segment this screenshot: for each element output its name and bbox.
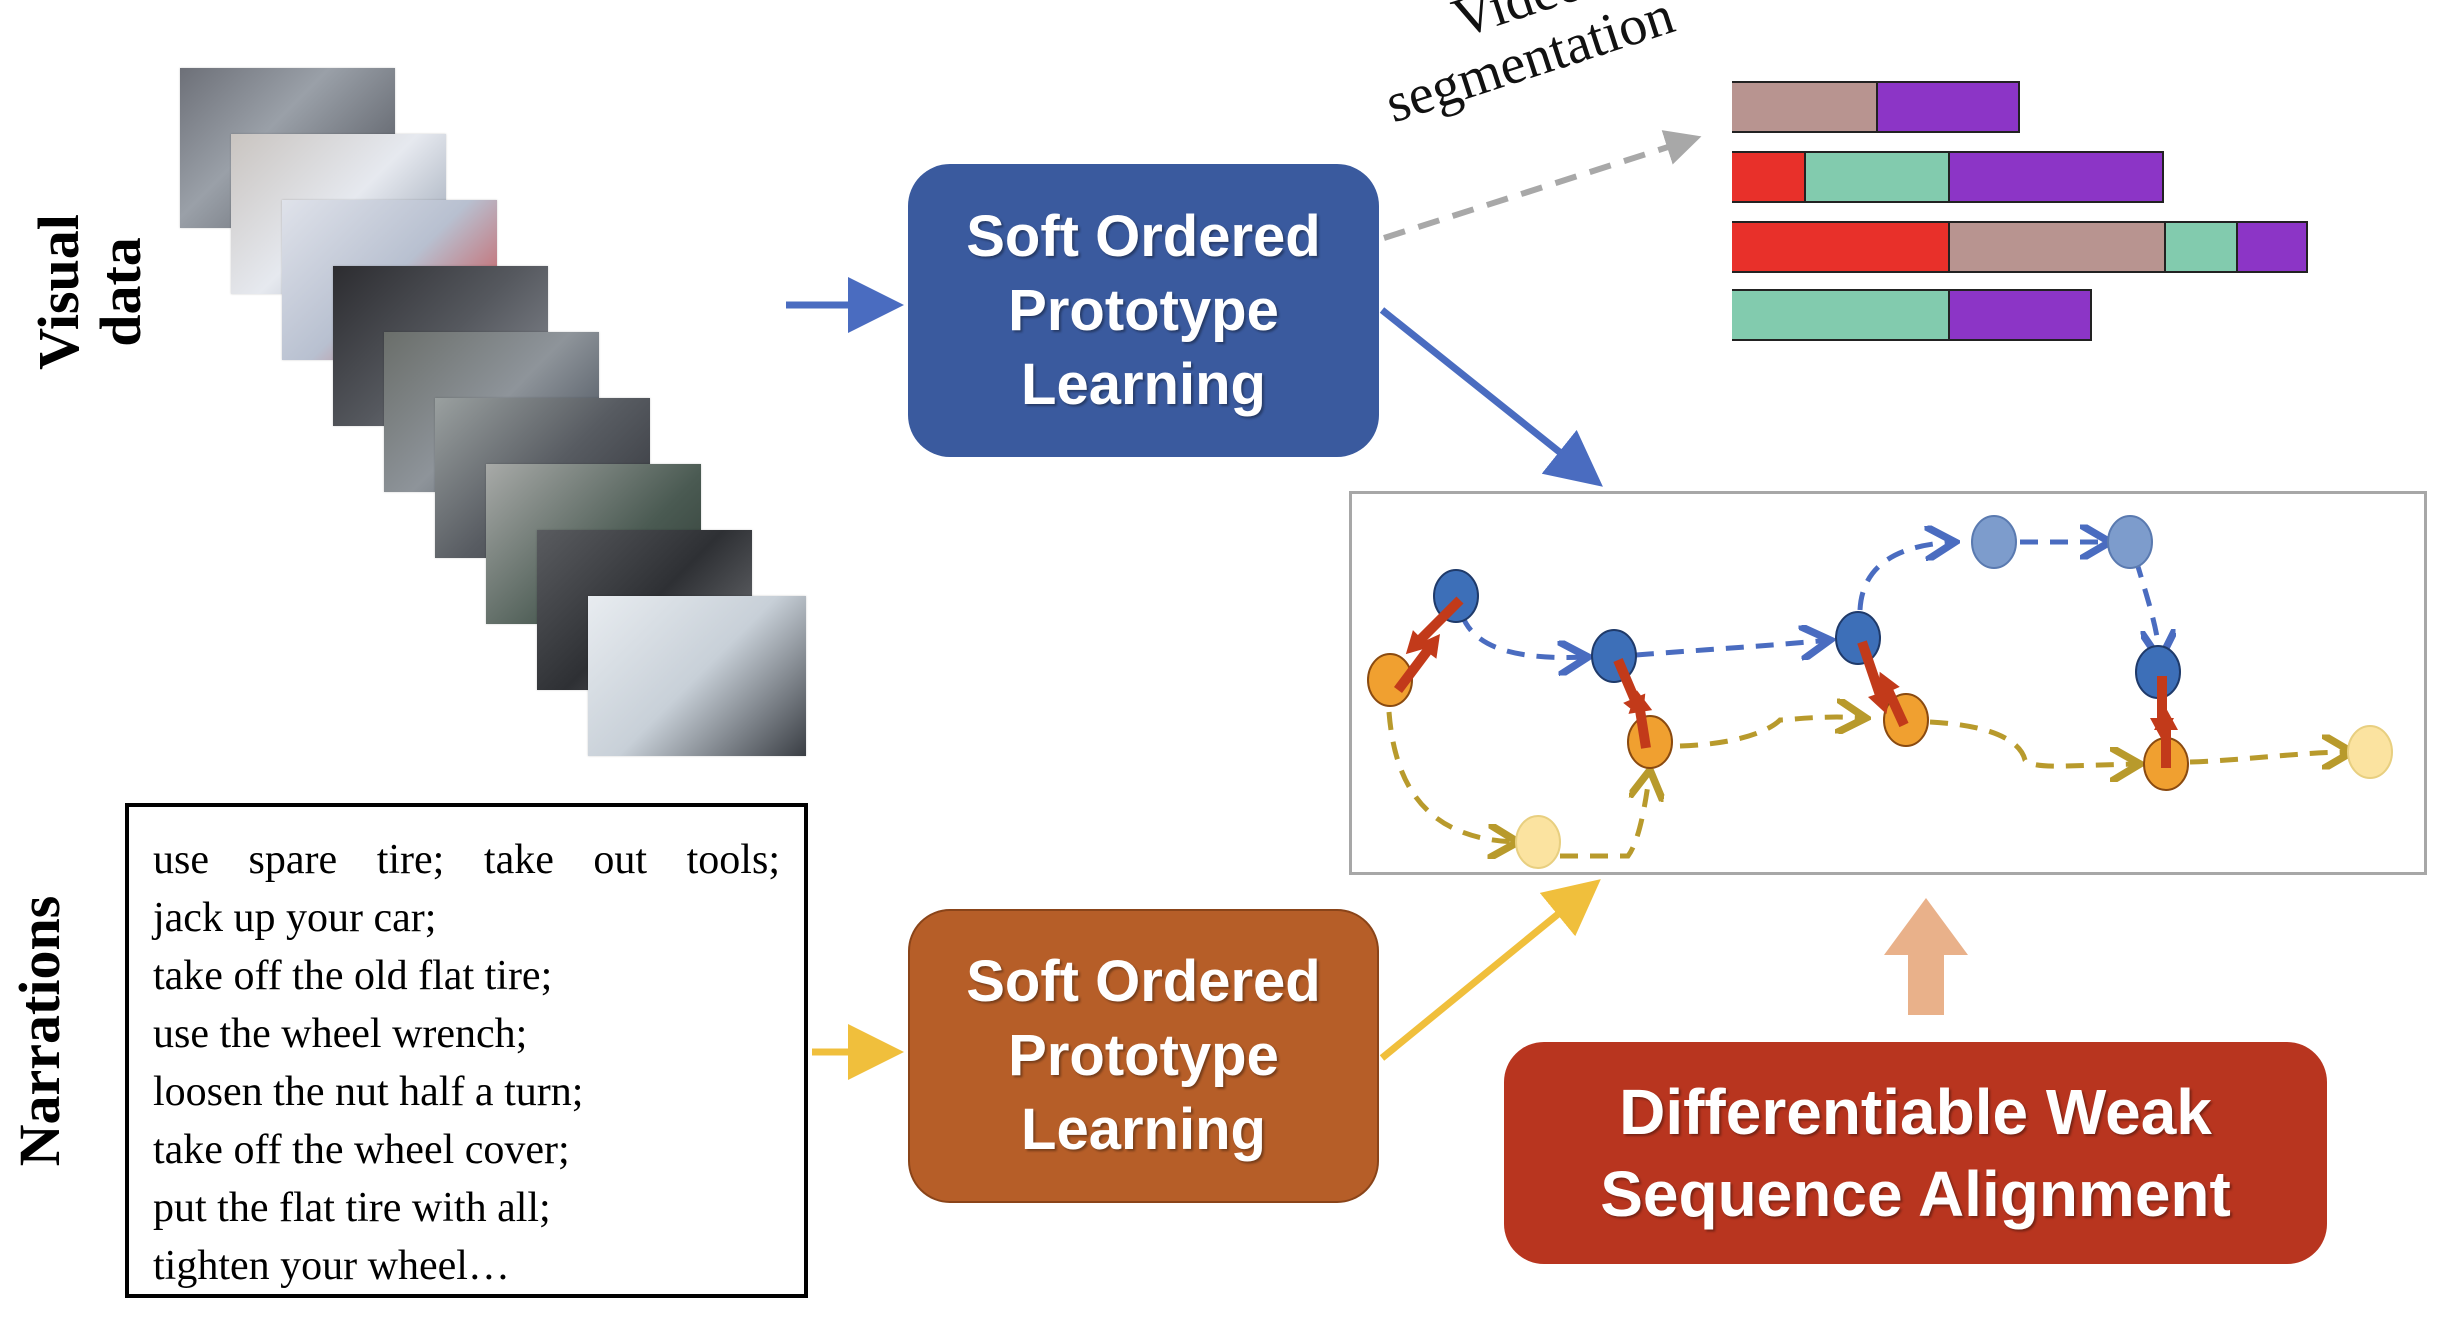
visual-prototype-node — [1971, 515, 2017, 569]
segment-teal — [1732, 291, 1948, 339]
visual-prototype-node — [2107, 515, 2153, 569]
narration-line: put the flat tire with all; — [153, 1185, 551, 1231]
video-frame — [588, 596, 806, 756]
visual-sequence-edge — [1459, 614, 1588, 658]
segment-purple — [1948, 153, 2164, 201]
visual-box-line-2: Prototype — [1008, 277, 1279, 343]
text-box-line-1: Soft Ordered — [966, 949, 1321, 1014]
segmentation-row — [1732, 81, 2020, 133]
text-box-line-2: Prototype — [1008, 1023, 1279, 1088]
text-prototype-learning-box: Soft Ordered Prototype Learning — [908, 909, 1379, 1203]
text-sequence-edge — [1929, 719, 2140, 766]
narration-line: loosen the nut half a turn; — [153, 1069, 584, 1115]
text-to-alignment-arrow — [1379, 879, 1601, 1061]
narration-line: tighten your wheel… — [153, 1243, 510, 1289]
segment-teal — [1804, 153, 1948, 201]
narration-line: take off the wheel cover; — [153, 1127, 570, 1173]
narration-line: use the wheel wrench; — [153, 1011, 528, 1057]
matching-arrow — [1416, 596, 1464, 644]
visual-sequence-edge — [1635, 640, 1830, 655]
segmentation-row — [1732, 151, 2164, 203]
narration-line: use spare tire; take out tools; — [153, 837, 780, 883]
segment-red — [1732, 223, 1948, 271]
text-sequence-edge — [1679, 717, 1866, 749]
matching-arrowhead — [1628, 690, 1653, 714]
narrations-box: use spare tire; take out tools; jack up … — [125, 803, 808, 1298]
visual-sequence-edge — [1857, 542, 1955, 611]
matching-arrow — [1857, 640, 1885, 697]
alignment-box-line-1: Differentiable Weak — [1619, 1076, 2212, 1148]
alignment-graph — [1367, 515, 2393, 869]
segment-purple — [1876, 83, 2020, 131]
matching-arrow — [1883, 687, 1909, 728]
segment-mauve — [1948, 223, 2164, 271]
segment-purple — [2236, 223, 2308, 271]
matching-arrow — [1635, 709, 1651, 749]
visual-prototype-learning-box: Soft Ordered Prototype Learning — [908, 164, 1379, 457]
text-sequence-edge — [1560, 770, 1650, 859]
weak-sequence-alignment-box: Differentiable Weak Sequence Alignment — [1504, 1042, 2327, 1264]
visual-box-line-3: Learning — [1021, 351, 1266, 417]
text-prototype-node — [2347, 725, 2393, 779]
segmentation-row — [1732, 289, 2092, 341]
matching-arrowhead — [1417, 634, 1440, 659]
text-prototype-node — [1367, 653, 1413, 707]
text-prototype-node — [1515, 815, 1561, 869]
segment-teal — [2164, 223, 2236, 271]
segment-red — [1732, 153, 1804, 201]
matching-arrowhead — [1877, 671, 1900, 697]
alignment-visualization-panel — [1349, 491, 2427, 875]
segment-mauve — [1732, 83, 1876, 131]
alignment-up-arrow — [1884, 898, 1968, 1015]
narration-line: take off the old flat tire; — [153, 953, 553, 999]
visual-to-alignment-arrow — [1379, 307, 1603, 487]
alignment-box-line-2: Sequence Alignment — [1600, 1158, 2231, 1230]
narration-line: jack up your car; — [153, 895, 437, 941]
segmentation-dashed-arrow — [1383, 130, 1702, 241]
segment-purple — [1948, 291, 2092, 339]
visual-box-line-1: Soft Ordered — [966, 203, 1321, 269]
text-sequence-edge — [1386, 711, 1518, 842]
matching-arrow — [1394, 647, 1432, 693]
matching-arrow — [1613, 658, 1640, 702]
segmentation-row — [1732, 221, 2308, 273]
matching-arrowhead — [2154, 708, 2178, 730]
text-box-line-3: Learning — [1021, 1097, 1266, 1162]
